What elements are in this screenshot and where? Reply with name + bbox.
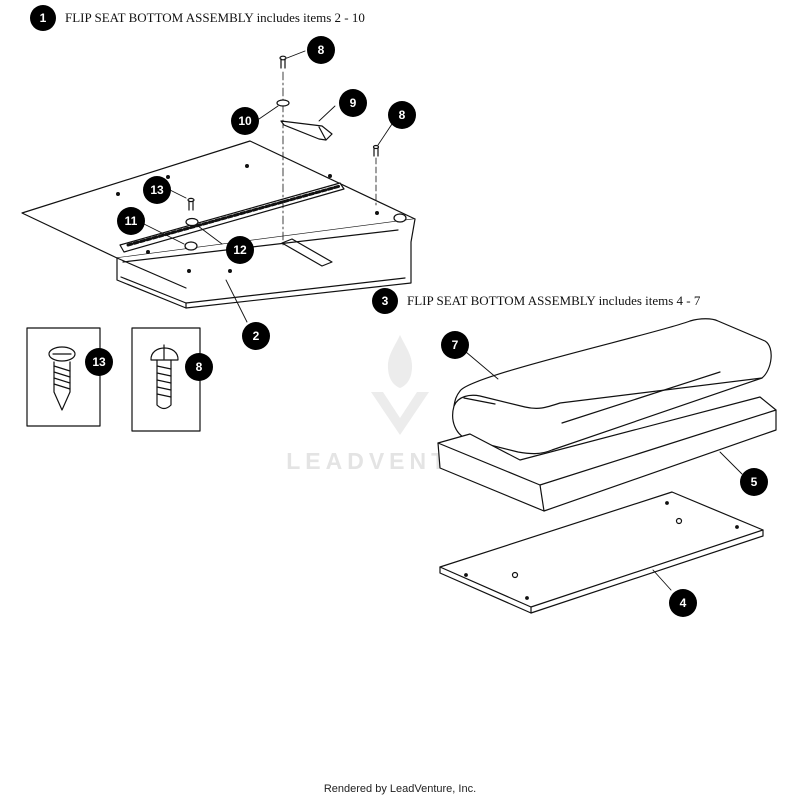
right-screw-part xyxy=(372,144,380,206)
nut-part xyxy=(184,241,198,251)
callout-seat-base: 2 xyxy=(242,322,270,350)
detail-box-screw-13 xyxy=(26,327,101,427)
washer-part xyxy=(185,217,199,227)
callout-detail-13: 13 xyxy=(85,348,113,376)
assembly-header-3: 3 FLIP SEAT BOTTOM ASSEMBLY includes ite… xyxy=(372,288,700,314)
callout-washer: 12 xyxy=(226,236,254,264)
callout-cushion: 7 xyxy=(441,331,469,359)
latch-part xyxy=(280,120,333,141)
header-number-badge: 1 xyxy=(30,5,56,31)
callout-nut: 11 xyxy=(117,207,145,235)
assembly-header-1: 1 FLIP SEAT BOTTOM ASSEMBLY includes ite… xyxy=(30,5,365,31)
pin-part xyxy=(276,99,290,107)
callout-hinge-pin: 10 xyxy=(231,107,259,135)
foam-pad-part xyxy=(437,396,777,512)
detail-box-screw-8 xyxy=(131,327,201,432)
header-number-badge: 3 xyxy=(372,288,398,314)
footer-credit: Rendered by LeadVenture, Inc. xyxy=(323,783,477,795)
small-screw-part xyxy=(187,197,195,211)
cushion-part xyxy=(452,318,772,455)
seat-board-part xyxy=(439,491,764,614)
callout-detail-8: 8 xyxy=(185,353,213,381)
header-text: FLIP SEAT BOTTOM ASSEMBLY includes items… xyxy=(407,293,701,308)
header-text: FLIP SEAT BOTTOM ASSEMBLY includes items… xyxy=(65,10,365,25)
callout-screw-top: 8 xyxy=(307,36,335,64)
callout-foam-pad: 5 xyxy=(740,468,768,496)
hinge-part xyxy=(119,182,345,253)
watermark-logo xyxy=(371,335,429,435)
callout-seat-board: 4 xyxy=(669,589,697,617)
callout-small-screw: 13 xyxy=(143,176,171,204)
callout-latch: 9 xyxy=(339,89,367,117)
callout-screw-right: 8 xyxy=(388,101,416,129)
